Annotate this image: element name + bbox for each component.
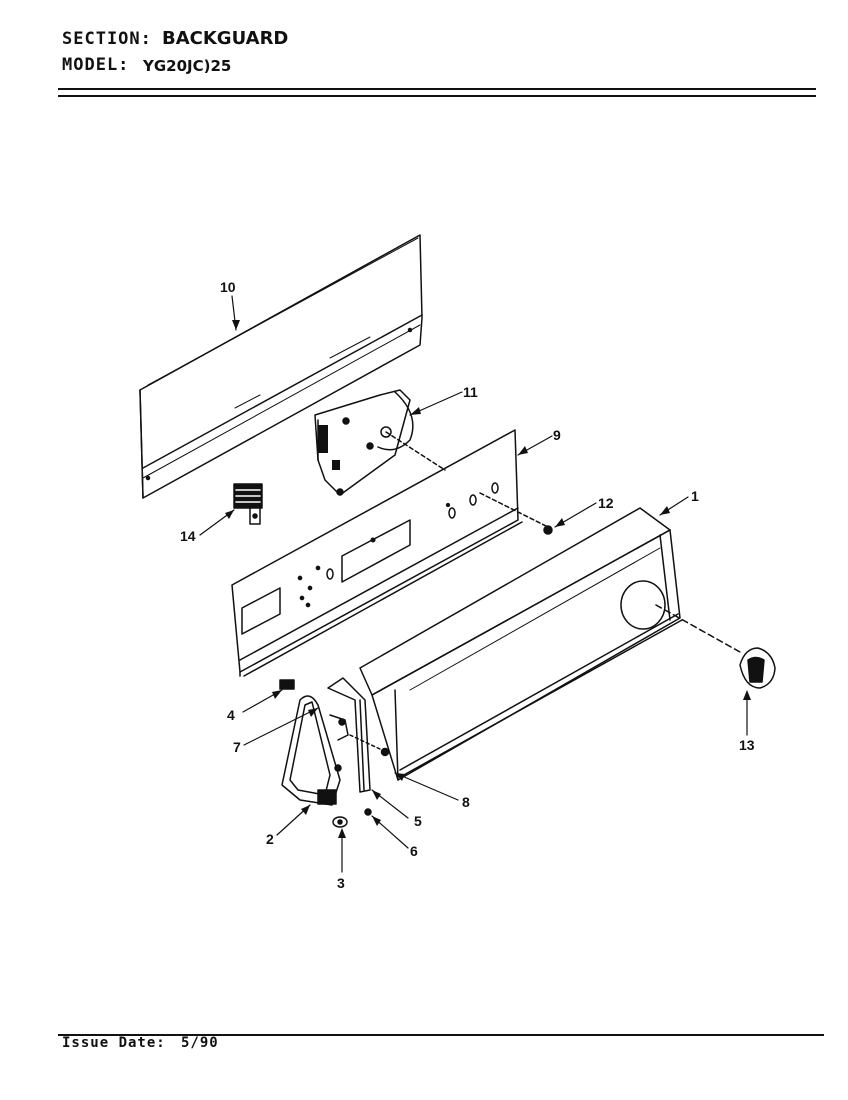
part-8-screw — [349, 734, 390, 757]
part-4-clip — [279, 679, 295, 690]
issue-date-label: Issue Date: — [62, 1035, 166, 1051]
part-12-screw — [543, 525, 553, 535]
callout-5: 5 — [414, 813, 422, 829]
callout-9: 9 — [553, 427, 561, 443]
part-2-end-cap — [281, 695, 349, 806]
part-9-control-panel — [231, 429, 549, 677]
callout-3: 3 — [337, 875, 345, 891]
part-10-rear-panel — [139, 234, 423, 499]
part-14-terminal-block — [233, 483, 263, 525]
part-11-timer — [314, 389, 446, 496]
callout-14: 14 — [180, 528, 196, 544]
part-5-trim-strip — [327, 677, 371, 793]
callout-13: 13 — [739, 737, 755, 753]
part-1-housing — [359, 507, 741, 781]
model-label: MODEL: — [62, 55, 130, 75]
part-13-knob — [739, 647, 776, 689]
model-value: YG20JC)25 — [143, 57, 232, 75]
header-rule-bottom — [58, 95, 816, 97]
callout-10: 10 — [220, 279, 236, 295]
part-6-screw — [364, 808, 372, 816]
callout-11: 11 — [463, 384, 478, 400]
callout-arrowheads — [225, 320, 751, 838]
callout-6: 6 — [410, 843, 418, 859]
callout-4: 4 — [227, 707, 235, 723]
section-value: BACKGUARD — [162, 28, 289, 49]
section-label: SECTION: — [62, 29, 152, 49]
issue-date-value: 5/90 — [181, 1035, 219, 1051]
footer-rule — [58, 1034, 824, 1036]
header-rule-top — [58, 88, 816, 90]
callout-12: 12 — [598, 495, 614, 511]
callout-1: 1 — [691, 488, 699, 504]
part-3-nut — [332, 816, 348, 828]
callout-8: 8 — [462, 794, 470, 810]
callout-2: 2 — [266, 831, 274, 847]
callout-7: 7 — [233, 739, 241, 755]
